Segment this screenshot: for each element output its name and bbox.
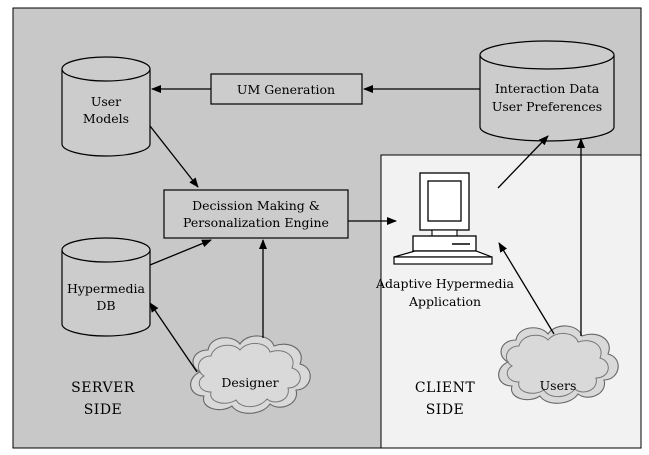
- arrow-application-to-interaction: [497, 135, 549, 189]
- arrow-designer-to-hypermedia: [149, 302, 198, 373]
- computer-icon: [393, 172, 493, 265]
- designer-label: Designer: [221, 375, 278, 390]
- um-generation-label: UM Generation: [237, 82, 335, 97]
- um-generation-box: UM Generation: [210, 73, 363, 105]
- engine-label-line2: Personalization Engine: [183, 215, 329, 230]
- client-side-label-line2: SIDE: [426, 402, 465, 418]
- personalization-engine-box: Decission Making & Personalization Engin…: [163, 189, 349, 239]
- user-models-database: User Models: [61, 56, 151, 157]
- application-label-line2: Application: [408, 294, 481, 309]
- client-side-label-line1: CLIENT: [415, 380, 476, 396]
- interaction-data-database: Interaction Data User Preferences: [479, 40, 615, 142]
- application-label-line1: Adaptive Hypermedia: [375, 276, 515, 291]
- user-models-label-line1: User: [91, 94, 121, 109]
- hypermedia-db-label-line1: Hypermedia: [67, 281, 146, 296]
- arrow-users-to-application: [498, 242, 555, 335]
- interaction-data-label-line2: User Preferences: [492, 99, 602, 114]
- arrow-usermodels-to-engine: [149, 125, 199, 188]
- interaction-data-label-line1: Interaction Data: [495, 81, 600, 96]
- designer-cloud: Designer: [190, 335, 311, 414]
- users-label: Users: [540, 378, 577, 393]
- hypermedia-db-label-line2: DB: [96, 298, 115, 313]
- engine-label-line1: Decission Making &: [192, 198, 320, 213]
- users-cloud: Users: [498, 325, 619, 404]
- server-side-label-line2: SIDE: [84, 402, 123, 418]
- arrow-hypermedia-to-engine: [149, 239, 212, 266]
- user-models-label-line2: Models: [83, 111, 129, 126]
- server-side-label-line1: SERVER: [71, 380, 135, 396]
- hypermedia-db-database: Hypermedia DB: [61, 237, 151, 337]
